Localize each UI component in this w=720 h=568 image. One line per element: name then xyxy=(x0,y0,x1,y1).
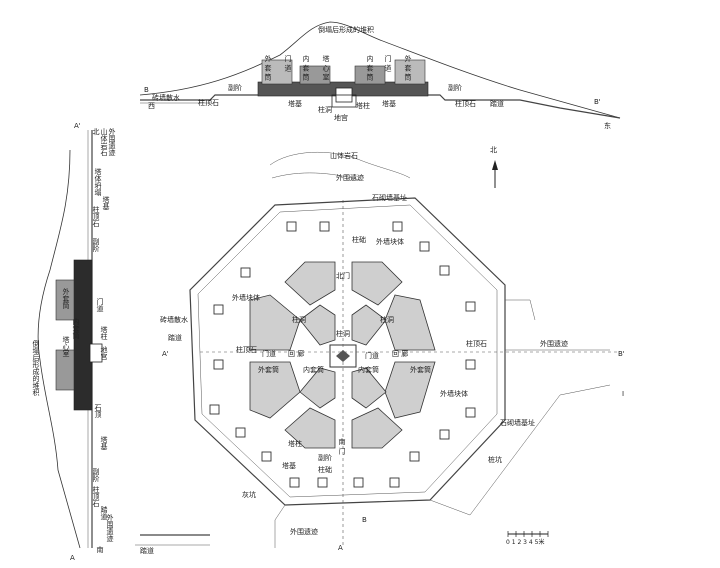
plan-rubble-se: 石砌墙基址 xyxy=(500,418,535,427)
plan-pillar-stone-e: 柱顶石 xyxy=(466,339,487,348)
plan-mark-b-prime: B' xyxy=(618,350,625,358)
plan-mark-a-prime: A' xyxy=(162,350,169,358)
left-corridor-top-label: 副阶 xyxy=(92,237,100,253)
left-road-label: 踏道 xyxy=(100,505,108,521)
left-collapse-label: 塔体坍塌 xyxy=(94,167,102,196)
top-mark-b-prime: B' xyxy=(594,98,601,106)
plan-corridor-s: 副阶 xyxy=(318,453,332,462)
section-b-profile xyxy=(139,21,621,119)
left-mark-a: A xyxy=(70,554,75,562)
top-right-corridor-label: 副阶 xyxy=(448,83,462,92)
top-left-pillar-stone-label: 柱顶石 xyxy=(198,98,219,107)
left-outer-shell-label: 外套筒 xyxy=(62,287,70,310)
top-right-tower-base-label: 塔基 xyxy=(382,99,396,108)
left-trace-top-label: 外围遗迹 xyxy=(108,127,116,157)
left-mountain-label: 山体岩石 xyxy=(100,127,108,157)
top-pillar-hole-label: 柱洞 xyxy=(318,105,332,114)
left-palace-label: 地宫 xyxy=(100,345,108,361)
top-collapse-label: 倒塌后形成的堆积 xyxy=(318,25,374,34)
plan-scatter-w: 砖墙散水 xyxy=(160,315,188,324)
top-door-right: 门 道 xyxy=(384,54,392,72)
left-south-label: 南 xyxy=(96,545,104,553)
plan-outer-trace-north: 外围遗迹 xyxy=(336,173,364,182)
plan-pit-sw: 灰坑 xyxy=(242,490,256,499)
plan-north-gate: 北门 xyxy=(336,271,350,280)
plan-road-w: 踏道 xyxy=(168,333,182,342)
left-base-label: 塔基 xyxy=(102,195,110,210)
left-trace-bottom-label: 外围遗迹 xyxy=(106,513,114,543)
plan-outer-trace-east: 外围遗迹 xyxy=(540,339,568,348)
plan-inner-shell-w: 内套筒 xyxy=(303,365,324,374)
top-east-label: 东 xyxy=(604,121,611,130)
left-pillar-label: 塔柱 xyxy=(100,325,108,341)
left-inner-shell-label: 内套筒 xyxy=(72,317,80,340)
left-north-label: 北 xyxy=(92,128,100,136)
plan-rubble-north: 石砌墙基址 xyxy=(372,193,407,202)
plan-mark-b: B xyxy=(362,516,367,524)
top-scatter-label: 砖墙散水 xyxy=(152,93,180,102)
left-section-title: 倒塌后形成的堆积 xyxy=(32,339,40,397)
plan-debris-e: 外墙块体 xyxy=(440,389,468,398)
north-arrow-label: 北 xyxy=(490,146,497,154)
top-core-room: 塔 心 室 xyxy=(322,54,330,80)
left-corridor-bottom-label: 副阶 xyxy=(92,467,100,483)
plan-pillar-hole-c: 柱洞 xyxy=(336,329,350,338)
plan-outer-shell-e: 外套筒 xyxy=(410,365,431,374)
left-mark-a-prime: A' xyxy=(74,122,81,130)
left-pillar-stone-bottom-label: 柱顶石 xyxy=(92,485,100,508)
plan-corridor-w: 回 廊 xyxy=(288,349,304,358)
top-inner-shell-right: 内 套 筒 xyxy=(366,54,374,81)
octagonal-plan xyxy=(135,152,620,548)
plan-road-s: 踏道 xyxy=(140,546,154,555)
left-pillar-stone-top-label: 柱顶石 xyxy=(92,205,100,228)
plan-stone-pillar-top: 柱础 xyxy=(352,235,366,244)
section-a-profile xyxy=(37,130,103,549)
top-center-pillar-label: 塔柱 xyxy=(356,101,370,110)
top-right-pillar-stone-label: 柱顶石 xyxy=(455,99,476,108)
plan-pillar-stone-w: 柱顶石 xyxy=(236,345,257,354)
plan-mountain-rock: 山体岩石 xyxy=(330,151,358,160)
plan-corridor-e: 回 廊 xyxy=(392,349,408,358)
plan-door-w: 门道 xyxy=(262,349,276,358)
plan-outer-trace-south: 外围遗迹 xyxy=(290,527,318,536)
top-left-tower-base-label: 塔基 xyxy=(288,99,302,108)
plan-debris-ne: 外墙块体 xyxy=(376,237,404,246)
plan-inner-shell-e: 内套筒 xyxy=(358,365,379,374)
left-door-label: 门道 xyxy=(96,297,104,313)
plan-tower-base-s: 塔基 xyxy=(282,461,296,470)
scale-bar-label: 0 1 2 3 4 5米 xyxy=(506,538,544,546)
plan-outer-shell-w: 外套筒 xyxy=(258,365,279,374)
top-road-label: 踏道 xyxy=(490,99,504,108)
top-mark-b: B xyxy=(144,86,149,94)
top-earth-palace-label: 地宫 xyxy=(334,113,348,122)
plan-mark-i: I xyxy=(622,390,624,398)
plan-pillar-hole-e: 柱洞 xyxy=(380,315,394,324)
plan-mark-a: A xyxy=(338,544,343,552)
left-base-bottom-label: 塔基 xyxy=(100,435,108,450)
top-door-left: 门 道 xyxy=(284,54,292,72)
top-left-corridor-label: 副阶 xyxy=(228,83,242,92)
plan-tower-column: 塔柱 xyxy=(288,439,302,448)
plan-south-gate: 南 门 xyxy=(338,437,346,455)
top-outer-shell-right: 外 套 筒 xyxy=(404,54,412,81)
left-core-label: 塔心室 xyxy=(62,335,70,357)
plan-pillar-hole-w: 柱洞 xyxy=(292,315,306,324)
plan-door-e: 门道 xyxy=(365,351,379,360)
plan-stake: 桩坑 xyxy=(488,455,502,464)
left-stone-top-label: 石顶 xyxy=(94,404,102,419)
top-outer-shell-left: 外 套 筒 xyxy=(264,54,272,81)
plan-column-base: 柱础 xyxy=(318,465,332,474)
plan-debris-w: 外墙块体 xyxy=(232,293,260,302)
top-inner-shell-left: 内 套 筒 xyxy=(302,54,310,81)
top-west-label: 西 xyxy=(148,102,155,110)
